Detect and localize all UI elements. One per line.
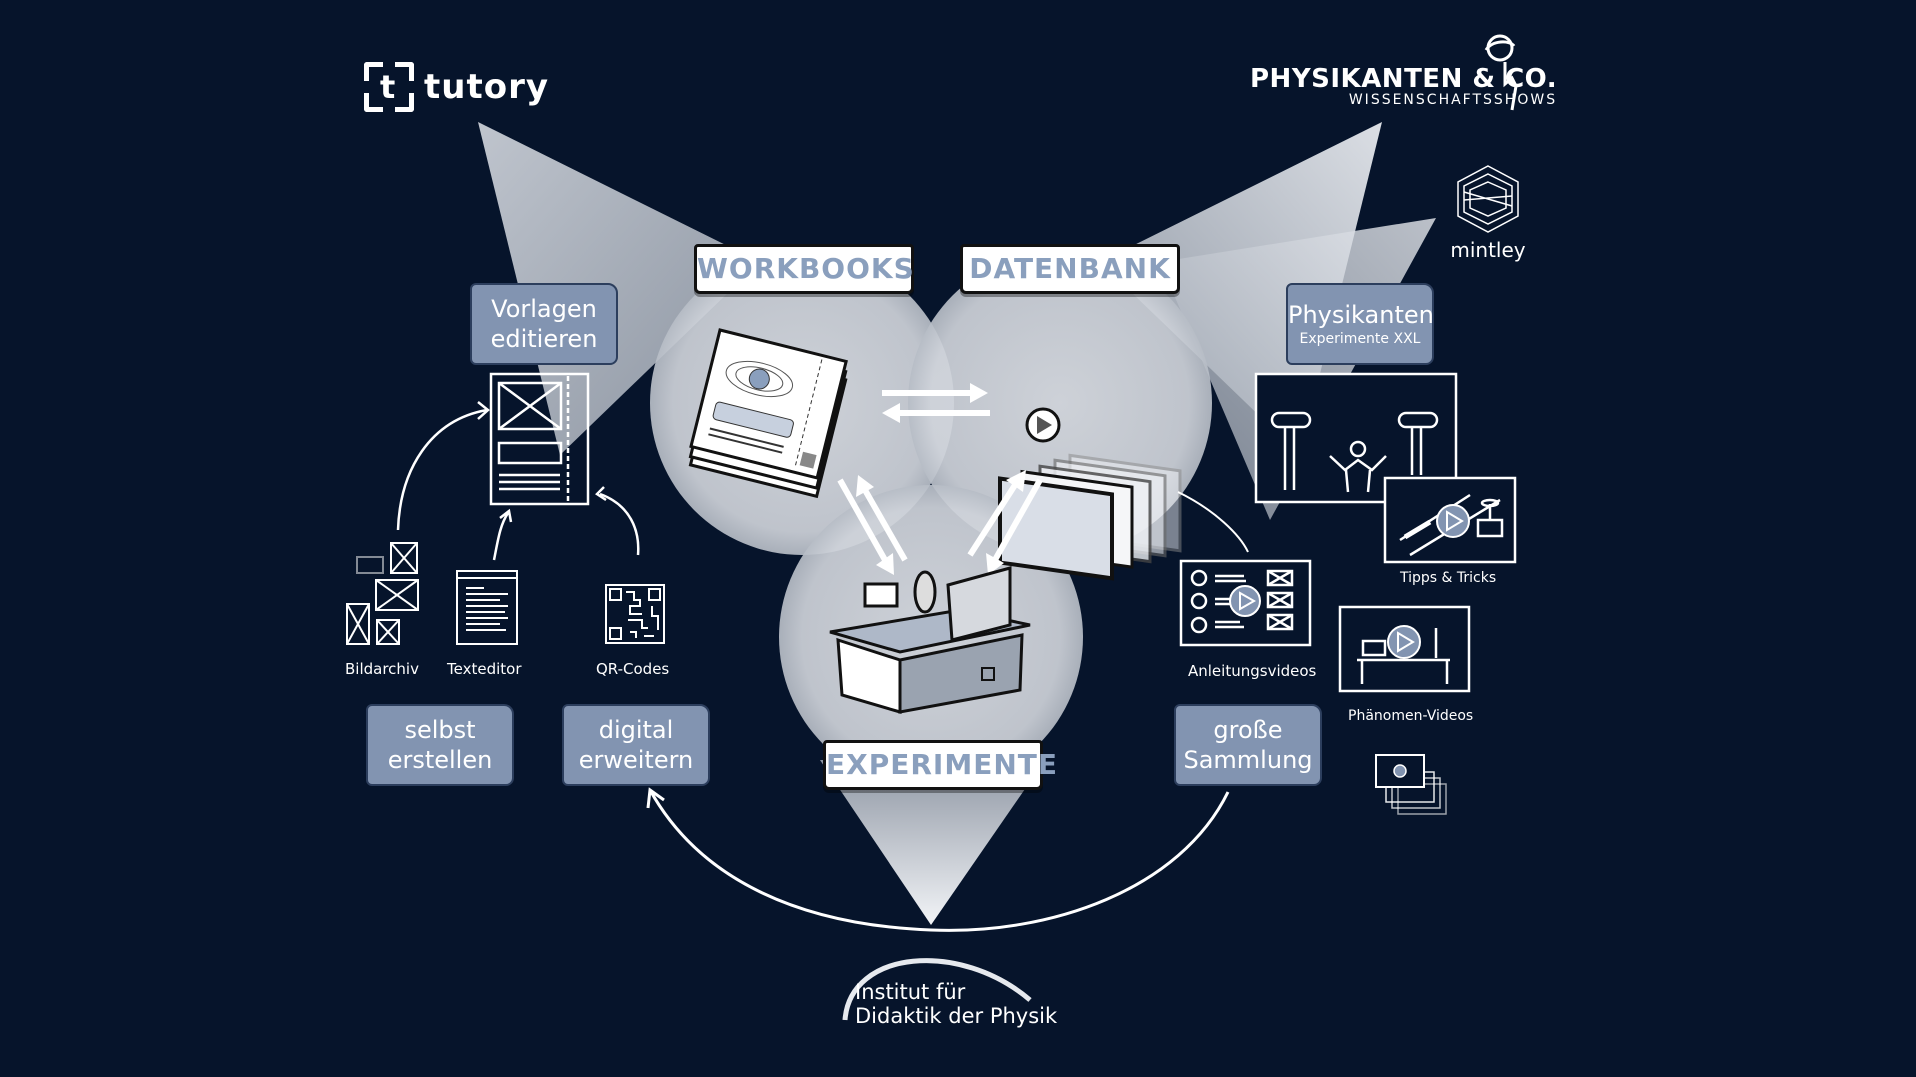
arrows-workbooks-datenbank [882,383,990,423]
video-stack-illustration [998,407,1182,581]
tipps-play-icon [1436,504,1470,538]
left-curved-arrows [396,401,640,561]
digital-erweitern-tag: digital erweitern [562,704,710,786]
selbst-erstellen-tag: selbst erstellen [366,704,514,786]
anleitung-video-frame [1179,559,1312,647]
curve-bottom-arrow [648,789,1230,932]
anleitungsvideos-caption: Anleitungsvideos [1188,662,1317,680]
beam-experimente [820,760,1045,925]
curve-bottom-arrowhead [646,787,665,809]
arrows-datenbank-experimente [967,470,1043,575]
template-document-illustration [489,372,590,506]
physikanten-logo: PHYSIKANTEN & CO. WISSENSCHAFTSSHOWS [1250,66,1557,108]
tutory-mark-icon: t [364,62,414,112]
tutory-logo: t tutory [364,62,549,112]
phaenomen-video-frame [1338,605,1471,693]
tutory-wordmark: tutory [424,67,549,107]
datenbank-title: DATENBANK [960,244,1180,294]
mintley-logo: mintley [1438,164,1538,262]
texteditor-caption: Texteditor [447,660,522,678]
institute-arc [842,958,1032,1021]
qr-codes-caption: QR-Codes [596,660,670,678]
experiment-table-illustration [829,566,1031,715]
workbook-illustration [688,328,848,499]
juggler-hand-icon [1484,34,1518,111]
anleitung-play-icon [1229,585,1261,617]
physikanten-subtitle: WISSENSCHAFTSSHOWS [1348,92,1558,108]
curve-datenbank-anleitung [1177,491,1249,553]
tipps-caption: Tipps & Tricks [1400,570,1497,586]
physikanten-experimente-tag: Physikanten Experimente XXL [1286,283,1434,365]
beam-workbooks [478,122,760,455]
grosse-sammlung-tag: große Sammlung [1174,704,1322,786]
image-archive-icon [346,542,419,645]
experimente-title: EXPERIMENTE [823,740,1057,790]
mintley-wordmark: mintley [1450,238,1526,262]
text-editor-icon [456,570,518,645]
mintley-cube-icon [1457,165,1519,233]
phaenomen-videos-caption: Phänomen-Videos [1348,708,1474,724]
more-videos-stack-icon [1375,754,1447,815]
vorlagen-editieren-tag: Vorlagen editieren [470,283,618,365]
qr-code-icon [605,584,665,644]
bildarchiv-caption: Bildarchiv [345,660,419,678]
institute-label: Institut für Didaktik der Physik [855,980,1058,1028]
arrows-workbooks-experimente [837,475,908,575]
physikanten-name: PHYSIKANTEN & CO. [1250,64,1558,94]
workbooks-title: WORKBOOKS [694,244,914,294]
phaenomen-play-icon [1387,625,1421,659]
